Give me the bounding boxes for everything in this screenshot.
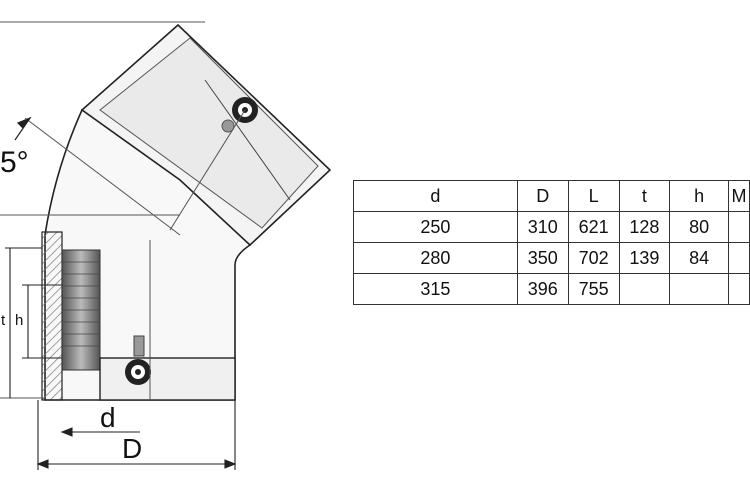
table-row: 250 310 621 128 80 <box>353 211 750 243</box>
dimension-t-label: t <box>1 312 6 329</box>
table-cell: 139 <box>618 242 671 274</box>
dimension-h-label: h <box>15 312 23 329</box>
angle-label: 5° <box>0 146 29 179</box>
table-cell <box>728 211 750 243</box>
table-cell: 755 <box>567 273 620 305</box>
table-cell <box>669 273 730 305</box>
table-cell: 84 <box>669 242 730 274</box>
upper-socket <box>80 23 332 247</box>
lower-socket-band <box>99 357 236 401</box>
table-cell: 128 <box>618 211 671 243</box>
table-cell: 396 <box>516 273 569 305</box>
dimension-table: d D L t h M 250 310 621 128 80 280 350 7… <box>353 180 750 305</box>
elbow-technical-drawing: 5° t h d D <box>0 21 332 470</box>
header-L: L <box>567 180 620 212</box>
table-cell: 310 <box>516 211 569 243</box>
table-header-row: d D L t h M <box>353 180 750 212</box>
header-t: t <box>618 180 671 212</box>
header-d: d <box>353 180 518 212</box>
header-D: D <box>516 180 569 212</box>
table-cell: 280 <box>353 242 518 274</box>
table-cell: 315 <box>353 273 518 305</box>
table-cell <box>618 273 671 305</box>
angle-dimension <box>14 116 32 141</box>
header-h: h <box>669 180 730 212</box>
table-cell: 250 <box>353 211 518 243</box>
table-cell <box>728 242 750 274</box>
table-cell: 80 <box>669 211 730 243</box>
lower-terminal-icon <box>125 335 151 385</box>
dimension-D-label: D <box>122 433 142 464</box>
wall-section-hatch <box>41 231 63 401</box>
header-M: M <box>728 180 750 212</box>
table-cell: 621 <box>567 211 620 243</box>
table-cell <box>728 273 750 305</box>
table-cell: 350 <box>516 242 569 274</box>
table-row: 315 396 755 <box>353 273 750 305</box>
dimension-d-label: d <box>100 402 116 433</box>
table-row: 280 350 702 139 84 <box>353 242 750 274</box>
table-cell: 702 <box>567 242 620 274</box>
